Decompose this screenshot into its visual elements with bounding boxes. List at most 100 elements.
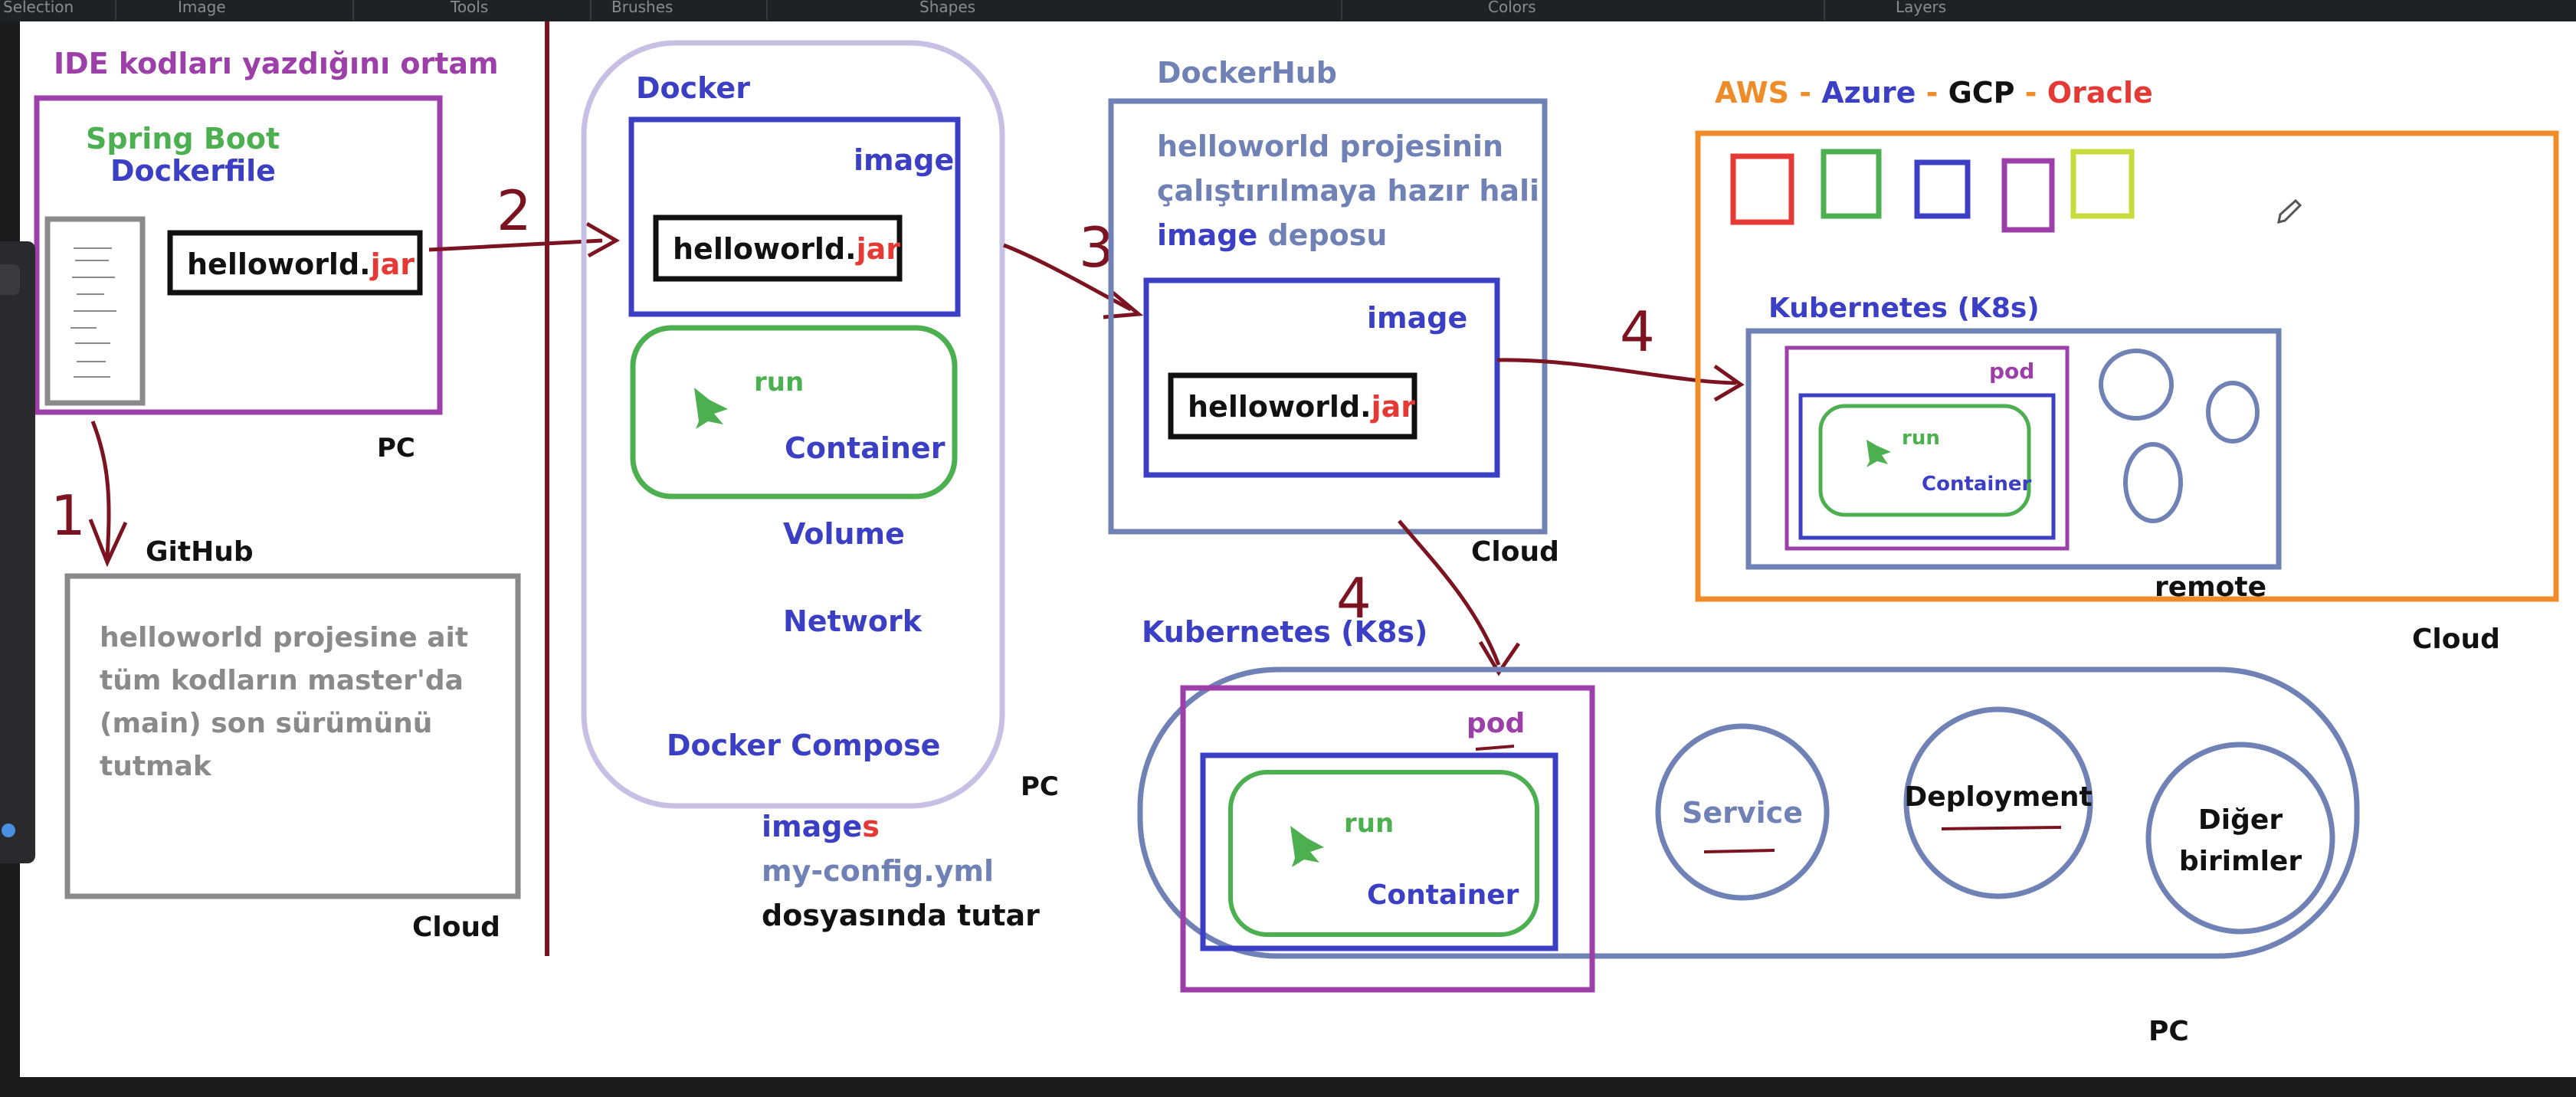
arrow-4-local-line	[1398, 519, 1501, 666]
local-k8s-pc-label: PC	[2148, 1016, 2189, 1047]
dockerhub-desc-line1: helloworld projesinin	[1157, 129, 1503, 163]
document-lines	[70, 247, 116, 378]
toolbar-selection[interactable]: Selection	[3, 0, 74, 16]
cloud-node-circle-2	[2206, 381, 2260, 444]
toolbar-layers[interactable]: Layers	[1896, 0, 1947, 16]
square-navy	[1914, 159, 1971, 219]
toolbar-divider	[1824, 0, 1825, 20]
provider-squares	[1730, 149, 2135, 233]
toolbar-colors[interactable]: Colors	[1488, 0, 1536, 16]
cloud-node-circle-1	[2099, 349, 2174, 421]
toolbar-divider	[590, 0, 592, 20]
cloud-pod-box	[1785, 345, 2070, 551]
cloud-node-circle-3	[2123, 442, 2183, 523]
cloud-run-label: run	[1902, 427, 1940, 450]
docker-run-icon	[694, 388, 728, 429]
docker-container-label: Container	[785, 431, 946, 465]
local-container-outer-box	[1200, 752, 1558, 951]
github-desc-line2: tüm kodların master'da	[100, 665, 464, 696]
local-pod-box	[1180, 685, 1595, 993]
docker-title: Docker	[636, 71, 750, 105]
pencil-cursor-icon	[2277, 198, 2302, 224]
square-green	[1821, 149, 1882, 219]
docker-compose-label: Docker Compose	[667, 729, 940, 762]
dockerhub-desc-line3: image deposu	[1157, 218, 1387, 252]
toolbar-divider	[115, 0, 116, 20]
compose-config-file: my-config.yml	[762, 854, 994, 888]
arrow-2-line	[428, 238, 603, 252]
local-k8s-outline	[1137, 666, 2360, 959]
drawing-canvas[interactable]: IDE kodları yazdığını ortam Spring Boot …	[20, 21, 2576, 1077]
service-label: Service	[1682, 796, 1803, 830]
cloud-k8s-box	[1745, 328, 2282, 570]
docker-volume-label: Volume	[783, 517, 905, 551]
panel-grip-icon[interactable]	[0, 264, 20, 295]
arrow-4-cloud-line	[1496, 358, 1737, 385]
docker-container-box	[630, 325, 958, 499]
dockerhub-box	[1108, 98, 1548, 535]
ide-box	[34, 95, 443, 415]
spring-boot-label: Spring Boot	[86, 122, 280, 156]
step-2-number: 2	[497, 178, 532, 243]
docker-network-label: Network	[783, 604, 923, 638]
step-4-cloud-number: 4	[1620, 300, 1655, 364]
toolbar-brushes[interactable]: Brushes	[611, 0, 673, 16]
local-run-icon	[1290, 826, 1324, 867]
bottom-bar	[0, 1077, 2576, 1097]
toolbar-shapes[interactable]: Shapes	[919, 0, 976, 16]
docker-outline	[581, 40, 1005, 809]
square-red	[1730, 153, 1794, 225]
ide-pc-label: PC	[377, 433, 415, 463]
toolbar-image[interactable]: Image	[178, 0, 226, 16]
cloud-providers-cloud-label: Cloud	[2412, 624, 2500, 655]
compose-images-label: images	[762, 810, 880, 843]
other-units-circle	[2145, 742, 2335, 935]
cloud-run-icon	[1866, 440, 1891, 467]
docker-pc-label: PC	[1021, 771, 1059, 802]
cloud-providers-title: AWS - Azure - GCP - Oracle	[1715, 76, 2153, 110]
compose-saves-label: dosyasında tutar	[762, 899, 1040, 932]
side-panel[interactable]	[0, 241, 35, 863]
dockerhub-cloud-label: Cloud	[1471, 536, 1559, 568]
deployment-label: Deployment	[1904, 781, 2092, 813]
github-desc-line1: helloworld projesine ait	[100, 622, 468, 653]
docker-jar-box	[653, 214, 903, 282]
arrow-1-head	[88, 519, 128, 568]
toolbar-tools[interactable]: Tools	[451, 0, 489, 16]
service-circle	[1655, 723, 1830, 901]
cloud-remote-label: remote	[2155, 571, 2266, 603]
ide-jar-label: helloworld.jar	[187, 247, 415, 281]
arrow-3-line	[1003, 243, 1132, 312]
top-toolbar: Selection Image Tools Brushes Shapes Col…	[0, 0, 2576, 21]
dockerhub-title: DockerHub	[1157, 56, 1337, 90]
local-container-box	[1228, 770, 1539, 937]
github-cloud-label: Cloud	[412, 912, 500, 943]
cloud-k8s-title: Kubernetes (K8s)	[1768, 293, 2040, 324]
cloud-container-box	[1818, 404, 2031, 517]
docker-image-box	[628, 116, 961, 317]
dockerhub-image-label: image	[1367, 301, 1467, 335]
arrow-2-head	[585, 221, 621, 258]
local-k8s-title: Kubernetes (K8s)	[1142, 615, 1427, 649]
dockerhub-jar-box	[1168, 372, 1417, 440]
toolbar-divider	[1341, 0, 1342, 20]
dockerfile-label: Dockerfile	[110, 154, 276, 188]
github-box	[64, 573, 521, 899]
deployment-circle	[1903, 706, 2093, 899]
cloud-container-outer-box	[1798, 393, 2056, 540]
docker-run-label: run	[754, 367, 804, 398]
dockerhub-jar-label: helloworld.jar	[1188, 390, 1415, 424]
github-desc-line3: (main) son sürümünü	[100, 708, 432, 739]
step-4-local-number: 4	[1336, 566, 1372, 630]
arrow-4-local-head	[1478, 640, 1521, 676]
diagram-svg: IDE kodları yazdığını ortam Spring Boot …	[34, 21, 2559, 1047]
local-container-label: Container	[1367, 879, 1519, 911]
slider-handle[interactable]	[2, 824, 15, 837]
step-1-number: 1	[51, 483, 86, 548]
step-3-number: 3	[1079, 215, 1114, 280]
ide-title: IDE kodları yazdığını ortam	[54, 47, 499, 80]
docker-jar-label: helloworld.jar	[673, 232, 900, 266]
arrow-3-head	[1103, 290, 1144, 319]
other-units-line1: Diğer	[2198, 804, 2283, 836]
